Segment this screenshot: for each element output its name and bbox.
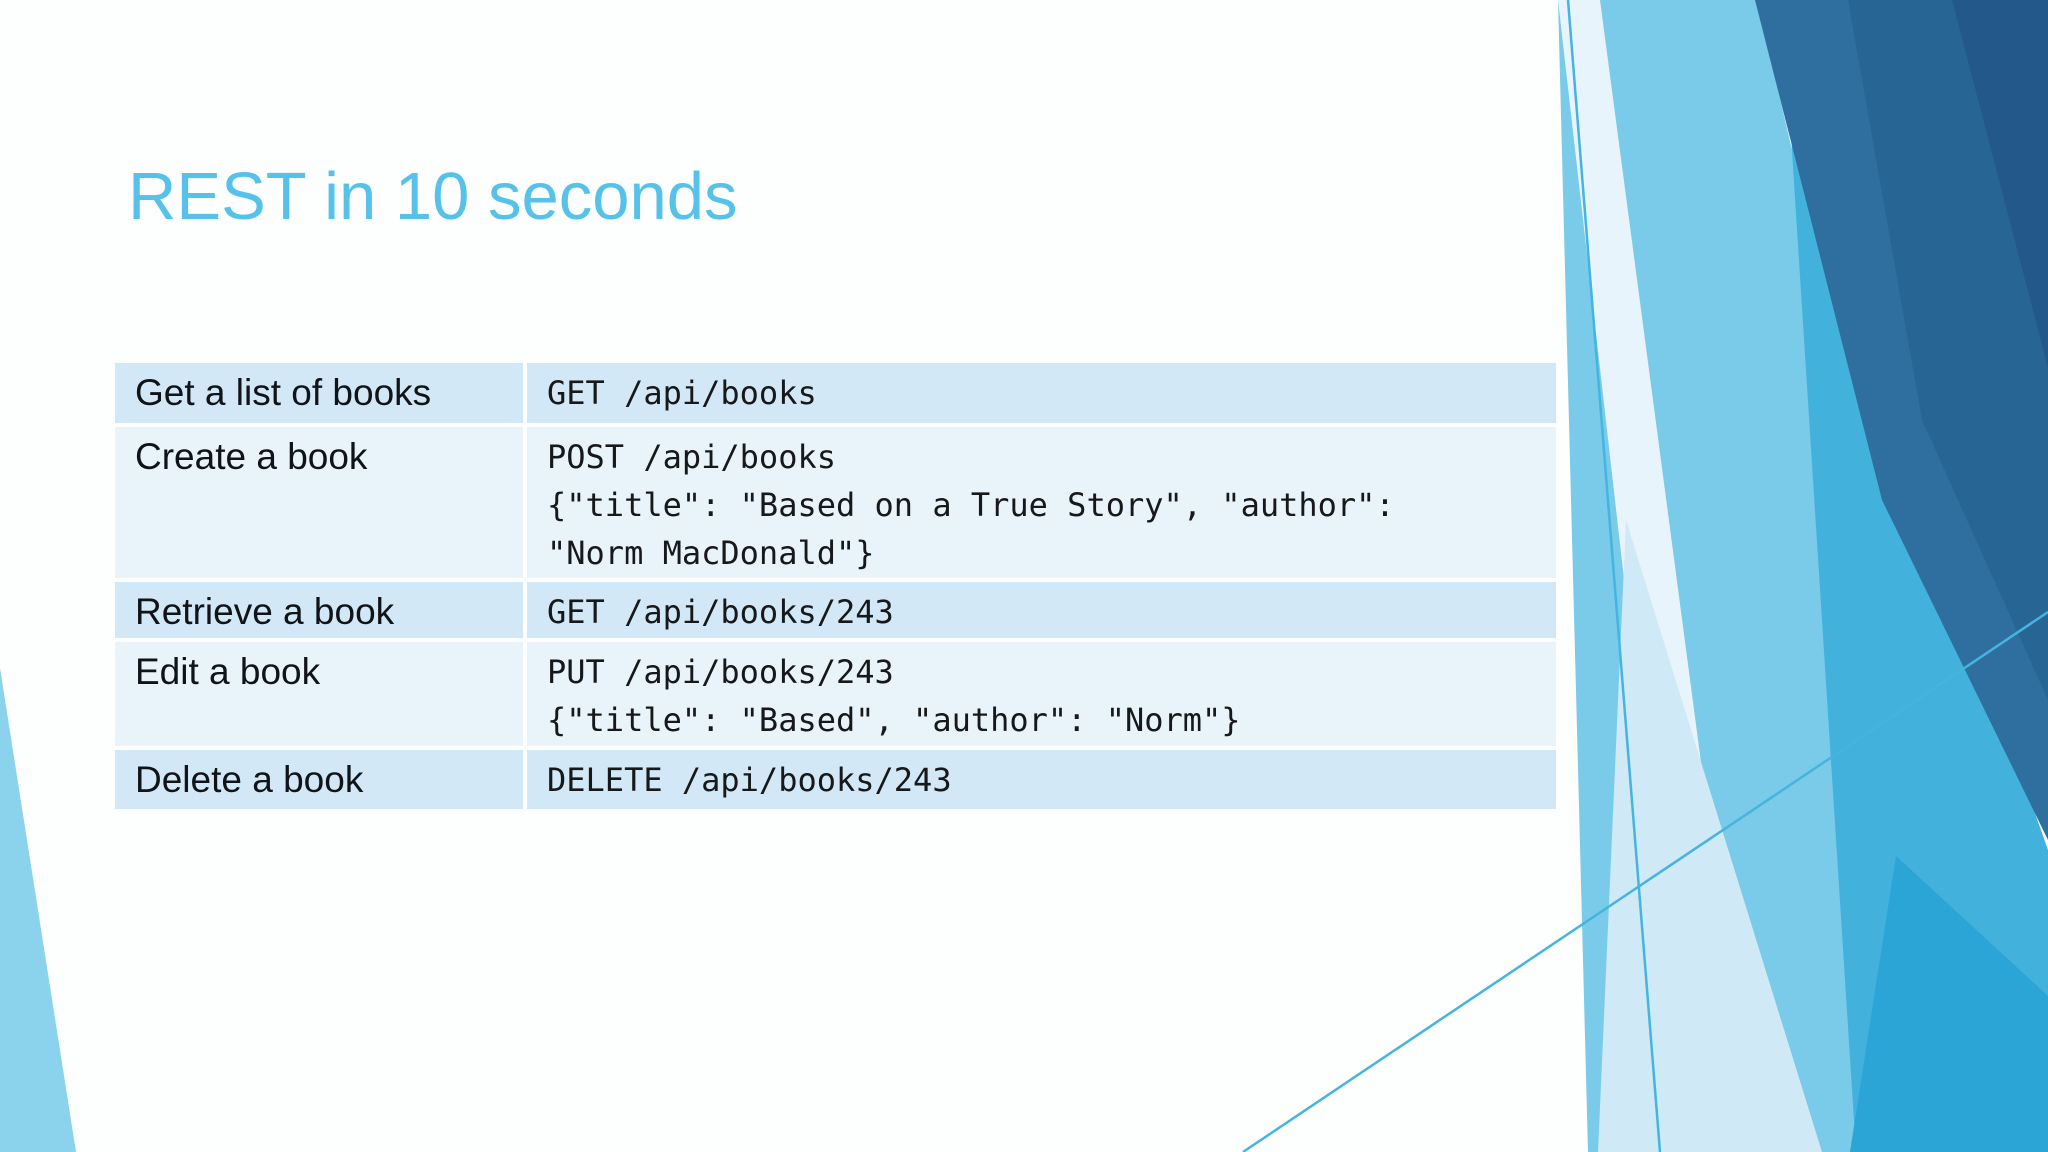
facet-accent-line-vertical [1566, 0, 1662, 1152]
code-cell: GET /api/books/243 [527, 582, 1556, 638]
code-cell: PUT /api/books/243 {"title": "Based", "au… [527, 642, 1556, 746]
code-cell: DELETE /api/books/243 [527, 750, 1556, 809]
code-line: POST /api/books [547, 438, 836, 476]
action-cell: Delete a book [115, 750, 523, 809]
code-line: GET /api/books/243 [547, 593, 894, 631]
facet-shape-deep-wedge [1850, 856, 2048, 1152]
facet-shape-pale-wedge [1598, 520, 1822, 1152]
table-row: Get a list of books GET /api/books [115, 363, 1556, 423]
table-row: Delete a book DELETE /api/books/243 [115, 750, 1556, 809]
slide-title: REST in 10 seconds [128, 158, 738, 234]
table-row: Create a book POST /api/books {"title": "B… [115, 427, 1556, 578]
facet-accent-line-diagonal [1242, 610, 2048, 1152]
table-row: Retrieve a book GET /api/books/243 [115, 582, 1556, 638]
action-cell: Edit a book [115, 642, 523, 746]
facet-shape-corner-triangle [0, 668, 76, 1152]
action-cell: Get a list of books [115, 363, 523, 423]
code-line: {"title": "Based", "author": "Norm"} [547, 701, 1241, 739]
code-cell: POST /api/books {"title": "Based on a Tru… [527, 427, 1556, 578]
code-cell: GET /api/books [527, 363, 1556, 423]
code-line: GET /api/books [547, 374, 817, 412]
facet-shape-darkest-sliver [1952, 0, 2048, 368]
action-cell: Retrieve a book [115, 582, 523, 638]
code-line: PUT /api/books/243 [547, 653, 894, 691]
code-line: "Norm MacDonald"} [547, 534, 875, 572]
table-row: Edit a book PUT /api/books/243 {"title": "… [115, 642, 1556, 746]
code-line: {"title": "Based on a True Story", "auth… [547, 486, 1395, 524]
code-line: DELETE /api/books/243 [547, 761, 952, 799]
action-cell: Create a book [115, 427, 523, 578]
